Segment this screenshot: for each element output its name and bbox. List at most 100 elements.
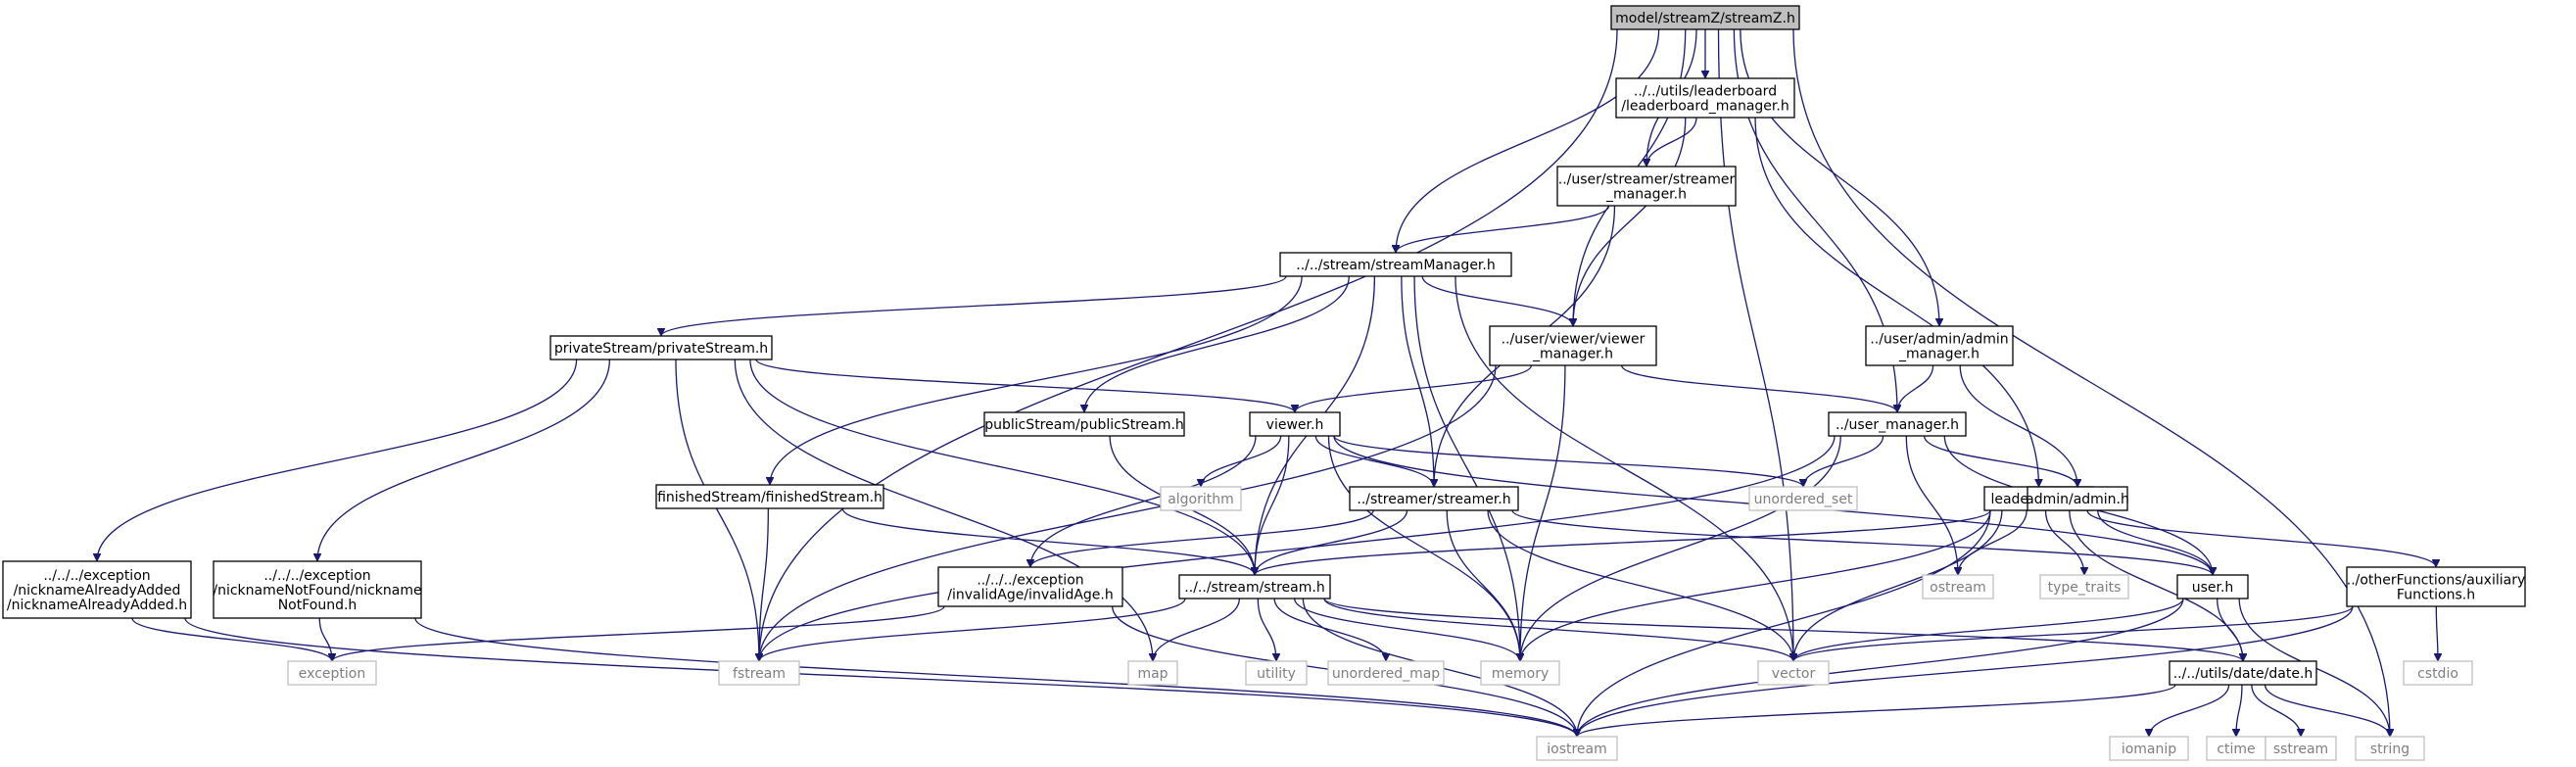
node-box <box>1480 660 1560 686</box>
edge-viewer-manager-to-user-manager <box>1621 364 1897 413</box>
edge-invalidage-to-exception <box>332 605 945 662</box>
node-leaderboard-manager[interactable]: ../../utils/leaderboard/leaderboard_mana… <box>1615 77 1795 119</box>
edge-user-manager-to-ostream <box>1905 435 1958 575</box>
node-viewer[interactable]: viewer.h <box>1249 411 1341 437</box>
node-box <box>213 560 422 619</box>
node-unordered-map: unordered_map <box>1327 660 1445 686</box>
node-label: user.h <box>2192 580 2234 596</box>
edge-privatestream-to-fstream <box>675 359 759 661</box>
node-label: /invalidAge/invalidAge.h <box>947 588 1114 603</box>
edge-finishedstream-to-fstream <box>759 507 769 661</box>
edge-streamer-to-memory <box>1446 509 1520 661</box>
edge-auxiliary-to-cstdio <box>2436 605 2438 661</box>
node-box <box>1327 660 1445 686</box>
node-box <box>1279 252 1512 277</box>
node-label: viewer.h <box>1266 417 1324 433</box>
node-viewer-manager[interactable]: ../user/viewer/viewer_manager.h <box>1489 325 1657 366</box>
node-box <box>983 411 1185 437</box>
node-label: model/streamZ/streamZ.h <box>1615 11 1795 26</box>
node-user-manager[interactable]: ../user_manager.h <box>1828 411 1967 437</box>
node-iomanip: iomanip <box>2109 736 2189 761</box>
node-date[interactable]: ../../utils/date/date.h <box>2169 660 2317 686</box>
edge-stream-to-date <box>1323 598 2243 662</box>
node-publicstream[interactable]: publicStream/publicStream.h <box>983 411 1185 437</box>
edge-privatestream-to-nicknamenotfound <box>317 359 610 561</box>
node-box <box>1757 660 1830 686</box>
edge-leaderboard-to-ostream <box>1958 509 2027 576</box>
edge-viewer-to-invalidage <box>1030 435 1257 567</box>
node-root[interactable]: model/streamZ/streamZ.h <box>1610 5 1800 30</box>
edge-user-to-iostream <box>1577 598 2184 737</box>
node-label: publicStream/publicStream.h <box>984 417 1184 433</box>
node-box <box>2109 736 2189 761</box>
edge-streamer-to-invalidage <box>1030 509 1374 568</box>
edge-viewer-to-unordered-set <box>1333 435 1803 488</box>
node-label: ostream <box>1930 580 1986 596</box>
node-label: ../otherFunctions/auxiliary <box>2347 573 2526 589</box>
node-sstream: sstream <box>2265 736 2337 761</box>
edge-user-manager-to-admin <box>1923 435 2077 488</box>
node-nicknamealreadyadded[interactable]: ../../../exception/nicknameAlreadyAdded/… <box>2 560 192 619</box>
edge-streammanager-to-publicstream <box>1084 275 1350 412</box>
edge-leaderboard-manager-to-leaderboard <box>1754 117 2038 487</box>
node-label: map <box>1137 666 1168 682</box>
edge-nicknamealreadyadded-to-exception <box>131 617 332 662</box>
node-exception: exception <box>287 660 377 686</box>
node-admin-manager[interactable]: ../user/admin/admin_manager.h <box>1865 325 2014 366</box>
edge-stream-to-fstream <box>759 598 1186 662</box>
edge-leaderboard-to-memory <box>1520 509 1991 661</box>
node-streamer-manager[interactable]: ../user/streamer/streamer_manager.h <box>1556 166 1737 207</box>
node-box <box>2206 736 2266 761</box>
edge-streamer-manager-to-streammanager <box>1396 205 1610 254</box>
edge-viewer-to-algorithm <box>1201 435 1282 488</box>
node-label: string <box>2370 742 2409 757</box>
node-box <box>2176 574 2249 599</box>
node-label: fstream <box>733 666 786 682</box>
node-nicknamenotfound[interactable]: ../../../exception/nicknameNotFound/nick… <box>213 560 422 619</box>
edge-admin-manager-to-user-manager <box>1897 364 1934 413</box>
edge-date-to-ctime <box>2236 684 2243 737</box>
edge-leaderboard-manager-to-viewer-manager <box>1573 117 1687 326</box>
node-stream[interactable]: ../../stream/stream.h <box>1178 574 1331 599</box>
edge-streamer-to-vector <box>1487 509 1793 661</box>
node-label: /leaderboard_manager.h <box>1621 99 1789 115</box>
node-box <box>2169 660 2317 686</box>
edge-streammanager-to-streamer <box>1401 275 1434 487</box>
node-box <box>718 660 800 686</box>
node-box <box>1610 5 1800 30</box>
edge-streammanager-to-privatestream <box>661 275 1287 337</box>
node-box <box>1489 325 1657 366</box>
node-unordered-set: unordered_set <box>1748 486 1858 511</box>
node-box <box>2 560 192 619</box>
node-streamer[interactable]: ../streamer/streamer.h <box>1349 486 1519 511</box>
node-label: ../user/viewer/viewer <box>1502 332 1646 348</box>
node-label: memory <box>1492 666 1550 682</box>
edge-leaderboard-to-auxiliary <box>2086 509 2436 568</box>
node-label: ../../utils/leaderboard <box>1634 84 1777 100</box>
node-box <box>1178 574 1331 599</box>
node-streammanager[interactable]: ../../stream/streamManager.h <box>1279 252 1512 277</box>
edge-streammanager-to-memory <box>1413 275 1520 661</box>
node-privatestream[interactable]: privateStream/privateStream.h <box>549 335 773 360</box>
node-box <box>1748 486 1858 511</box>
header-nodes: model/streamZ/streamZ.h ../../utils/leade… <box>2 5 2526 761</box>
node-label: ../../stream/stream.h <box>1184 580 1324 596</box>
node-box <box>1349 486 1519 511</box>
node-algorithm: algorithm <box>1160 486 1242 511</box>
edge-viewer-manager-to-memory <box>1520 364 1566 661</box>
node-label: type_traits <box>2048 580 2122 596</box>
node-label: admin/admin.h <box>2026 492 2129 507</box>
node-box <box>1922 574 1994 599</box>
node-admin[interactable]: admin/admin.h <box>2026 486 2129 511</box>
edge-date-to-iostream <box>1577 684 2176 738</box>
node-label: ../user/streamer/streamer <box>1558 172 1736 188</box>
edge-user-to-vector <box>1793 598 2184 662</box>
node-utility: utility <box>1245 660 1308 686</box>
node-label: cstdio <box>2417 666 2458 682</box>
node-finishedstream[interactable]: finishedStream/finishedStream.h <box>655 484 884 509</box>
edge-streammanager-to-viewer-manager <box>1421 275 1573 327</box>
edge-nicknamealreadyadded-to-iostream <box>184 617 1577 738</box>
node-invalidage[interactable]: ../../../exception/invalidAge/invalidAge… <box>937 566 1123 607</box>
node-user[interactable]: user.h <box>2176 574 2249 599</box>
